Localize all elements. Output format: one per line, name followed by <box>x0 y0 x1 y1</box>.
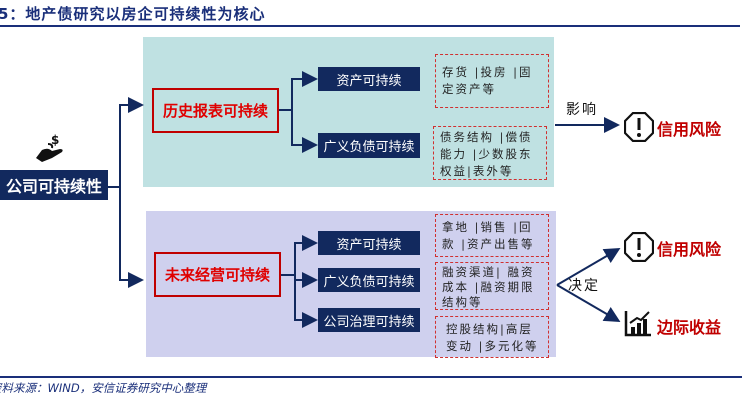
future-outcome-marginal-return: 边际收益 <box>657 318 722 337</box>
svg-text:$: $ <box>51 133 59 147</box>
impact-label: 影响 <box>566 102 598 118</box>
determine-label: 决定 <box>568 278 600 294</box>
future-asset-node: 资产可持续 <box>318 231 420 255</box>
warning-octagon-icon <box>624 112 654 142</box>
future-liability-detail: 融资渠道| 融资成本 |融资期限结构等 <box>435 262 549 310</box>
future-outcome-credit-risk: 信用风险 <box>657 240 722 259</box>
future-governance-detail: 控股结构|高层变动 |多元化等 <box>435 316 549 358</box>
historical-liability-detail: 债务结构 |偿债能力 |少数股东权益|表外等 <box>433 126 547 180</box>
historical-asset-detail: 存货 |投房 |固定资产等 <box>435 54 549 108</box>
historical-panel <box>143 37 554 187</box>
warning-octagon-icon <box>624 232 654 262</box>
growth-chart-icon <box>624 311 651 337</box>
future-liability-node: 广义负债可持续 <box>318 268 420 292</box>
footer-divider <box>0 376 742 378</box>
money-hand-icon: $ <box>34 132 66 166</box>
future-node: 未来经营可持续 <box>154 252 281 297</box>
future-asset-detail: 拿地 |销售 |回款 |资产出售等 <box>435 214 549 257</box>
historical-liability-node: 广义负债可持续 <box>318 133 420 158</box>
future-governance-node: 公司治理可持续 <box>318 308 420 332</box>
title-divider <box>0 25 740 27</box>
historical-node: 历史报表可持续 <box>152 88 279 133</box>
source-note: 资料来源：WIND，安信证券研究中心整理 <box>0 381 207 395</box>
historical-outcome-credit-risk: 信用风险 <box>657 120 722 139</box>
historical-asset-node: 资产可持续 <box>318 67 420 91</box>
figure-title: 5：地产债研究以房企可持续性为核心 <box>0 5 266 23</box>
root-node: 公司可持续性 <box>0 170 108 200</box>
